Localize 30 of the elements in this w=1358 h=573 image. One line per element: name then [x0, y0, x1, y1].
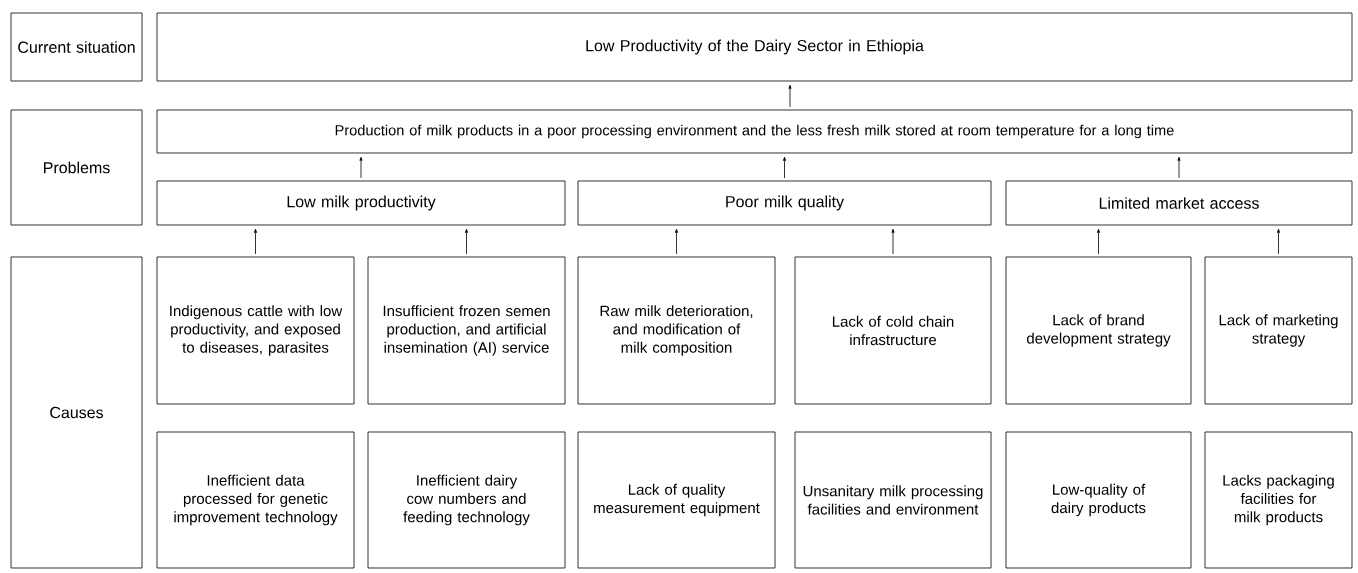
arrow — [1177, 156, 1181, 179]
cause-box: Lack of brand development strategy — [1005, 256, 1192, 405]
problem-box: Poor milk quality — [577, 180, 992, 226]
arrow — [788, 84, 792, 108]
arrow — [359, 156, 363, 179]
cause-box: Low-quality of dairy products — [1005, 431, 1192, 569]
arrow — [1097, 228, 1101, 255]
situation-box: Low Productivity of the Dairy Sector in Ethiopia — [156, 12, 1353, 82]
cause-box: Inefficient dairy cow numbers and feeding technology — [367, 431, 566, 569]
cause-box: Lack of cold chain infrastructure — [794, 256, 992, 405]
arrow — [675, 228, 679, 255]
problem-box: Production of milk products in a poor processing environment and the less fresh milk stored at room temperature for a long time — [156, 109, 1353, 154]
arrow — [254, 228, 258, 255]
problem-box: Low milk productivity — [156, 180, 566, 226]
row-label-box: Problems — [10, 109, 143, 226]
cause-box: Inefficient data processed for genetic improvement technology — [156, 431, 355, 569]
row-label-box: Causes — [10, 256, 143, 569]
problem-box: Limited market access — [1005, 180, 1353, 226]
cause-box: Unsanitary milk processing facilities and environment — [794, 431, 992, 569]
cause-box: Indigenous cattle with low productivity, and exposed to diseases, parasites — [156, 256, 355, 405]
cause-box: Insufficient frozen semen production, and artificial insemination (AI) service — [367, 256, 566, 405]
arrow — [891, 228, 895, 255]
cause-box: Lacks packaging facilities for milk products — [1204, 431, 1353, 569]
arrow — [465, 228, 469, 255]
cause-box: Lack of marketing strategy — [1204, 256, 1353, 405]
cause-box: Lack of quality measurement equipment — [577, 431, 776, 569]
arrow — [783, 156, 787, 179]
row-label-box: Current situation — [10, 12, 143, 82]
cause-box: Raw milk deterioration, and modification of milk composition — [577, 256, 776, 405]
arrow — [1276, 228, 1280, 255]
